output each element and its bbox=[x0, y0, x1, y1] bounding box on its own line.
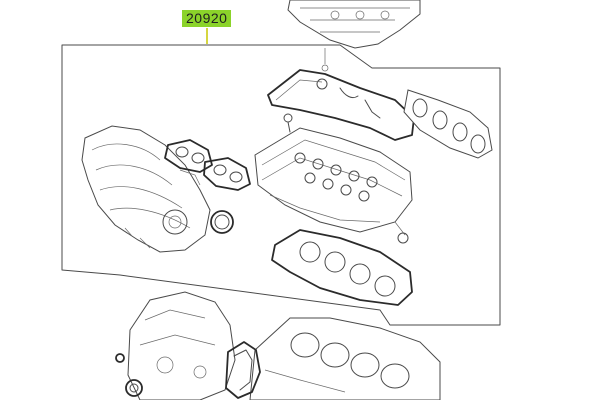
intake-manifold bbox=[81, 125, 211, 253]
cylinder-head bbox=[254, 127, 413, 244]
kit-boundary-outline bbox=[61, 44, 501, 326]
part-number-callout[interactable]: 20920 bbox=[182, 10, 232, 27]
timing-cover bbox=[127, 291, 236, 400]
engine-block bbox=[249, 317, 441, 400]
o-ring bbox=[115, 353, 125, 363]
valve-cover-gasket bbox=[267, 69, 415, 141]
bolt bbox=[283, 113, 293, 133]
camshaft-lobes bbox=[294, 152, 378, 202]
intake-manifold-gaskets bbox=[164, 139, 251, 191]
timing-cover-gasket bbox=[225, 341, 261, 399]
throttle-body-gasket bbox=[210, 210, 234, 234]
valve-cover-top bbox=[287, 0, 421, 72]
cylinder-head-gasket bbox=[271, 229, 413, 306]
crankshaft-seal bbox=[125, 379, 143, 397]
exhaust-manifold-gasket bbox=[403, 89, 493, 159]
